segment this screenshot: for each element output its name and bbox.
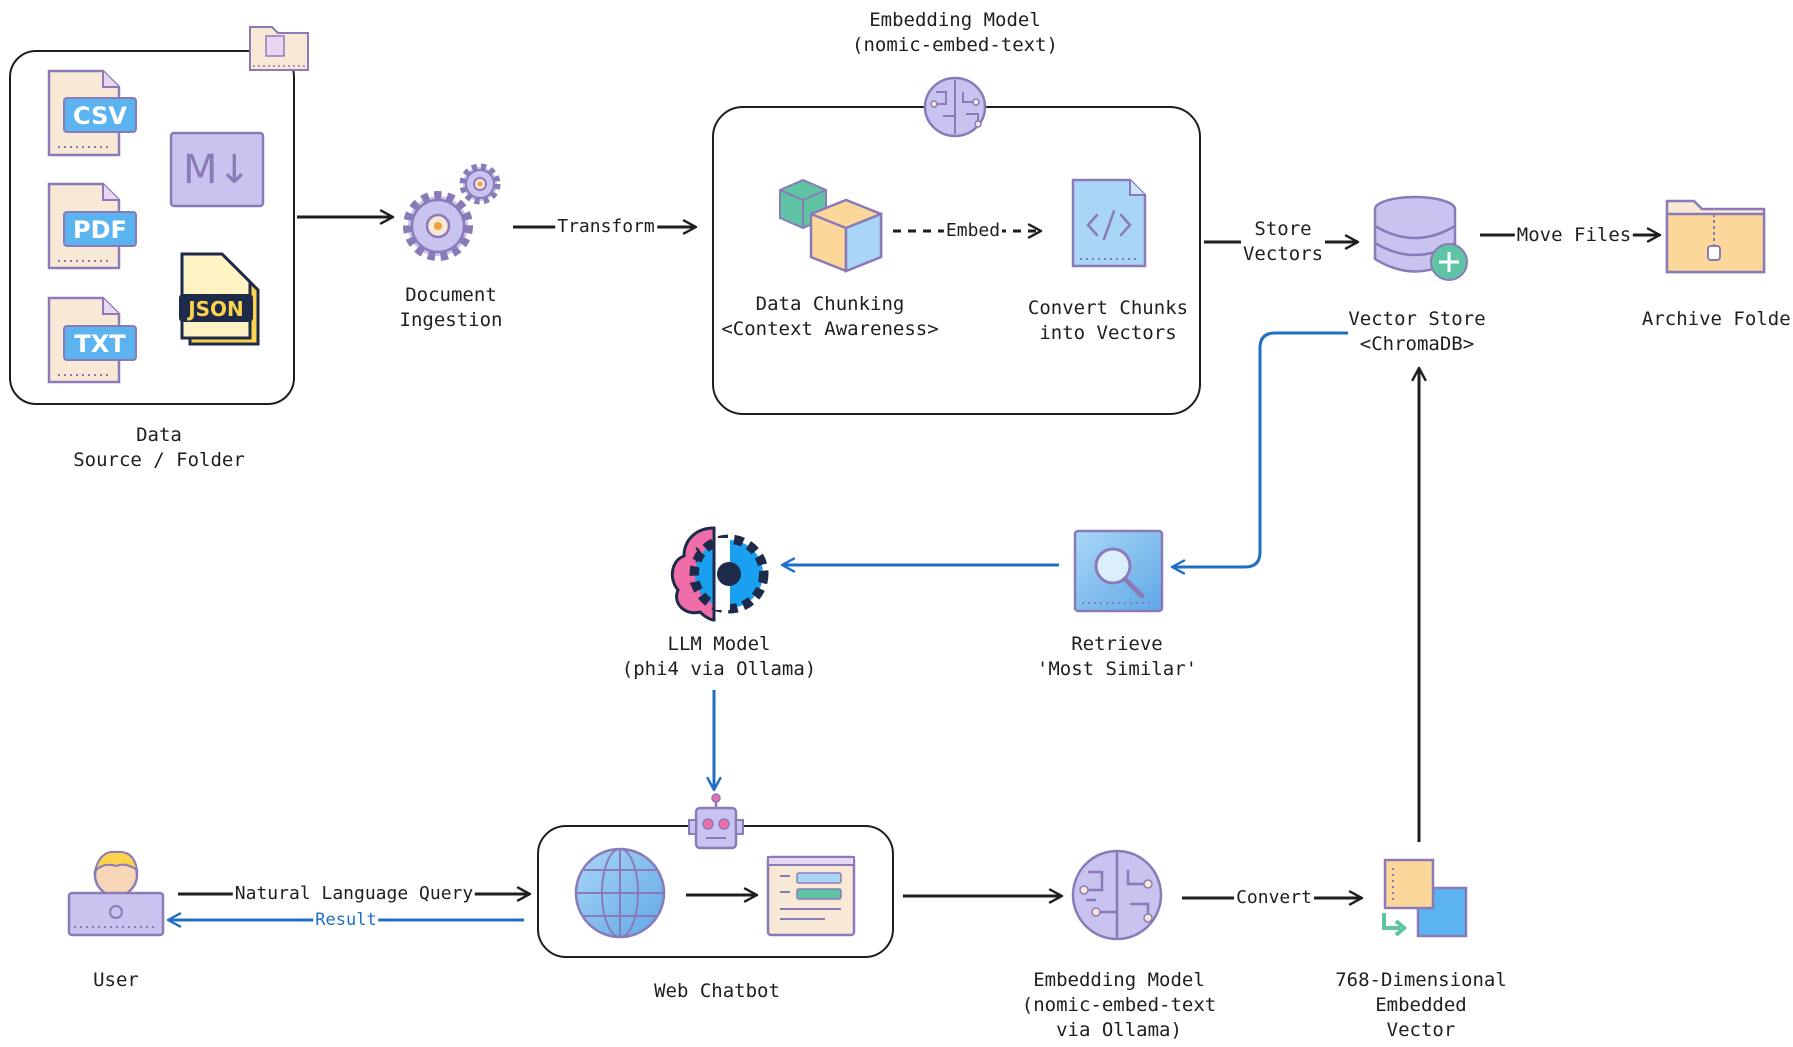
robot-icon [688,793,744,850]
edge-label-convert: Convert [1234,887,1314,909]
user-label: User [93,969,139,991]
edge-label-embed: Embed [943,220,1003,242]
llm-brain-gear-icon [670,526,769,622]
vector-store-label: Vector Store <ChromaDB> [1348,308,1486,355]
data-source-container [9,50,295,405]
user-icon [67,850,165,937]
pdf-badge-text: PDF [73,216,127,244]
retrieve-label: Retrieve 'Most Similar' [1036,633,1198,680]
edge-label-move-files: Move Files [1514,224,1634,246]
edge-label-nl-query: Natural Language Query [232,883,476,905]
json-badge-text: JSON [186,297,244,321]
convert-chunks-label: Convert Chunks into Vectors [1027,297,1189,344]
code-document-icon [1071,178,1147,268]
edge-label-store-vectors: Store Vectors [1240,217,1326,267]
csv-file-icon: CSV [47,69,137,157]
embedded-vector-icon [1382,858,1468,938]
markdown-badge-text: M↓ [183,147,251,193]
json-file-icon: JSON [179,252,260,346]
archive-folder-label: Archive Folder [1641,308,1793,330]
embedded-vector-label: 768-Dimensional Embedded Vector [1335,969,1507,1041]
cubes-icon [779,178,883,273]
data-source-label: Data Source / Folder [73,424,245,471]
embedding-model-bottom-label: Embedding Model (nomic-embed-text via Ol… [1021,969,1217,1041]
edge-label-result: Result [313,909,379,931]
chat-window-icon [766,855,856,937]
document-ingestion-label: Document Ingestion [399,284,503,331]
folder-icon [249,26,309,71]
archive-folder-icon [1665,199,1766,274]
txt-badge-text: TXT [74,330,126,358]
markdown-icon: M↓ [169,131,265,208]
pdf-file-icon: PDF [47,182,137,270]
magnifier-icon [1073,529,1164,613]
brain-icon-bottom [1071,849,1163,941]
data-chunking-label: Data Chunking <Context Awareness> [721,293,939,340]
edge-label-transform: Transform [555,216,657,238]
web-chatbot-label: Web Chatbot [654,980,780,1002]
csv-badge-text: CSV [73,102,127,130]
database-icon [1373,195,1468,281]
llm-model-label: LLM Model (phi4 via Ollama) [621,633,817,680]
txt-file-icon: TXT [47,296,137,384]
brain-icon-top [923,76,987,138]
globe-icon [574,847,666,939]
arrow-store-to-retrieve [1170,331,1348,575]
embedding-model-top-label: Embedding Model (nomic-embed-text) [852,9,1058,56]
gears-icon [403,163,501,261]
